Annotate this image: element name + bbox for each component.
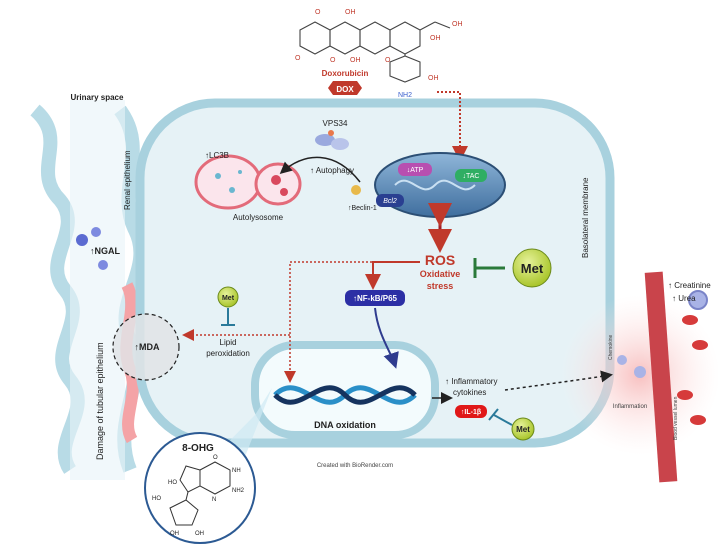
ohg-oh-left: OH bbox=[170, 531, 179, 537]
ros-sub2: stress bbox=[427, 281, 454, 291]
ohg-oh-right: OH bbox=[195, 531, 204, 537]
lipid-line1: Lipid bbox=[220, 338, 237, 347]
ohg-structure bbox=[169, 461, 231, 526]
il1b-label: ↑IL-1β bbox=[461, 409, 482, 416]
tac-badge bbox=[455, 169, 487, 182]
autophagy-arrow bbox=[279, 156, 361, 183]
ohg-n: N bbox=[212, 497, 216, 503]
dna-helix bbox=[273, 385, 417, 405]
lipid-line2: peroxidation bbox=[206, 349, 250, 358]
lc3b-label: ↑LC3B bbox=[205, 151, 229, 160]
atp-badge bbox=[398, 163, 432, 176]
mito-cristae bbox=[394, 179, 476, 191]
beclin-label: ↑Beclin-1 bbox=[348, 205, 377, 212]
ngal-dot bbox=[76, 234, 88, 246]
ohg-nh2: NH2 bbox=[232, 488, 245, 494]
dox-badge bbox=[328, 81, 362, 95]
dox-o-methoxy: O bbox=[295, 55, 301, 62]
atp-label: ↓ATP bbox=[407, 167, 424, 174]
vps34-complex bbox=[315, 130, 349, 150]
vps34-label: VPS34 bbox=[323, 119, 348, 128]
met-cyto-label: Met bbox=[516, 425, 530, 434]
dox-o-bottom: O bbox=[330, 57, 336, 64]
autolysosome bbox=[194, 154, 302, 210]
ohg-nh: NH bbox=[232, 468, 241, 474]
autolysosome-label: Autolysosome bbox=[233, 213, 284, 222]
credit-label: Created with BioRender.com bbox=[317, 463, 393, 469]
dox-oh-side: OH bbox=[452, 21, 463, 28]
met-ros-label: Met bbox=[521, 261, 544, 276]
ohg-o: O bbox=[213, 455, 218, 461]
damage-label: Damage of tubular epithelium bbox=[95, 342, 105, 460]
basolateral-label: Basolateral membrane bbox=[581, 177, 590, 258]
dox-oh-sugar: OH bbox=[428, 75, 439, 82]
cytokines-line1: ↑ Inflammatory bbox=[445, 377, 497, 386]
bcl2-label: Bcl2 bbox=[383, 198, 397, 205]
ohg-ho-top: HO bbox=[168, 480, 177, 486]
creatinine-label: ↑ Creatinine bbox=[668, 281, 711, 290]
vessel-label: Blood vessel lumen bbox=[673, 396, 679, 440]
dox-o-ring: O bbox=[385, 57, 391, 64]
dox-o-top: O bbox=[315, 9, 321, 16]
chemokine-label: Chemokine bbox=[608, 334, 614, 360]
dox-oh-top: OH bbox=[345, 9, 356, 16]
rbc-group bbox=[617, 290, 708, 425]
nfkb-badge bbox=[345, 290, 405, 306]
blood-vessel bbox=[644, 271, 678, 483]
ros-nfkb-arrow bbox=[365, 261, 420, 290]
cytokines-line2: cytokines bbox=[453, 388, 486, 397]
met-cyto-inhibit-bar bbox=[488, 408, 499, 421]
ros-sub1: Oxidative bbox=[420, 269, 461, 279]
met-cyto-inhibit-line bbox=[493, 414, 513, 426]
il1b-badge bbox=[455, 405, 487, 418]
met-lipid-label: Met bbox=[222, 295, 235, 302]
ohg-title: 8-OHG bbox=[182, 443, 214, 454]
beclin-icon bbox=[351, 185, 361, 195]
autophagy-label: ↑ Autophagy bbox=[310, 166, 354, 175]
met-ros-circle bbox=[512, 248, 552, 288]
ohg-ho-left: HO bbox=[152, 496, 161, 502]
tac-label: ↓TAC bbox=[463, 173, 480, 180]
ngal-dot bbox=[91, 227, 101, 237]
ros-dna-dotted-arrow bbox=[284, 261, 420, 383]
dox-abbr: DOX bbox=[336, 85, 354, 94]
ngal-dot bbox=[98, 260, 108, 270]
urinary-space-label: Urinary space bbox=[71, 93, 124, 102]
ngal-label: ↑NGAL bbox=[90, 246, 120, 256]
met-cyto-circle bbox=[511, 417, 535, 441]
dox-nh2: NH2 bbox=[398, 92, 412, 99]
nfkb-dna-arrow bbox=[374, 307, 399, 369]
cytokine-inflammation-arrow bbox=[504, 370, 613, 391]
nfkb-label: ↑NF-kB/P65 bbox=[353, 294, 398, 303]
urinary-space-fill bbox=[70, 100, 125, 480]
bcl2-badge bbox=[376, 194, 404, 207]
ros-title: ROS bbox=[425, 252, 455, 268]
urea-label: ↑ Urea bbox=[672, 294, 696, 303]
renal-epithelium-label: Renal epithelium bbox=[123, 150, 132, 210]
mda-label: ↑MDA bbox=[135, 342, 160, 352]
dox-oh-bottom: OH bbox=[350, 57, 361, 64]
mda-zone bbox=[112, 313, 180, 381]
dox-name: Doxorubicin bbox=[322, 69, 369, 78]
met-lipid-circle bbox=[217, 286, 239, 308]
dna-label: DNA oxidation bbox=[314, 420, 376, 430]
mitochondrion bbox=[374, 152, 506, 218]
doxorubicin-structure bbox=[299, 21, 451, 83]
dox-oh-mid: OH bbox=[430, 35, 441, 42]
inflammation-label: Inflammation bbox=[613, 404, 647, 410]
